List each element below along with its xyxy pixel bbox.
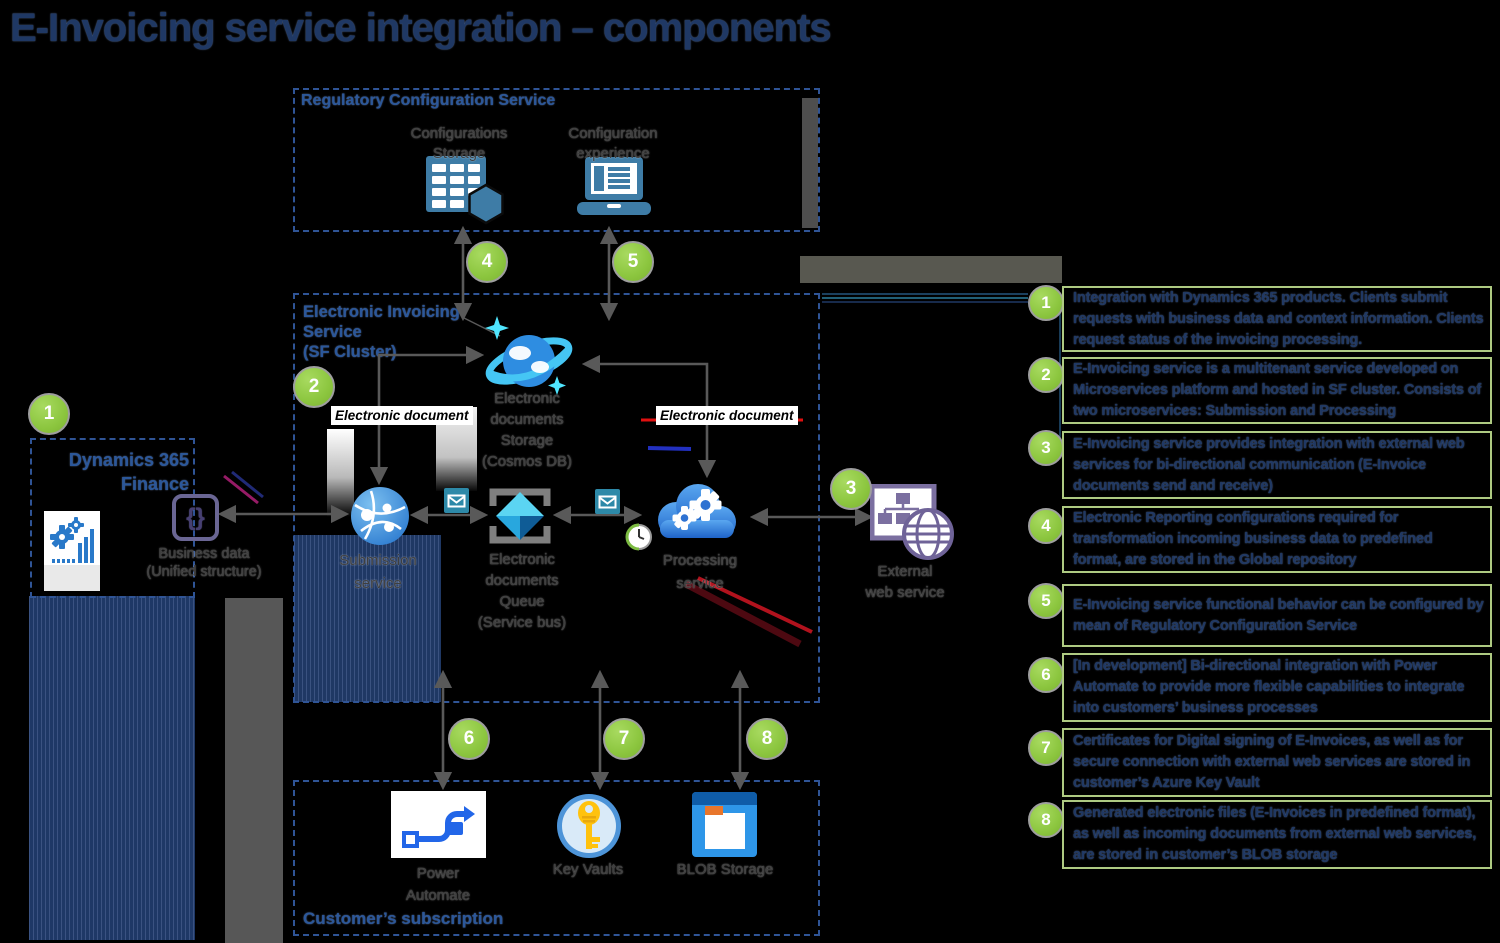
callout-box-4: Electronic Reporting configurations requ… (1062, 506, 1492, 573)
callout-circle-2: 2 (1028, 357, 1064, 393)
configuration-experience-icon (577, 157, 651, 215)
key-vaults-label: Key Vaults (552, 861, 624, 878)
einvoicing-title-line2: Service (303, 323, 362, 341)
dynamics-finance-icon (44, 511, 100, 591)
decor-navy-block-left (29, 596, 195, 940)
decor-navy-block-center (294, 535, 441, 702)
callout-circle-3: 3 (1028, 430, 1064, 466)
decor-gray-strip-top (802, 98, 818, 228)
page-title: E-Invoicing service integration – compon… (10, 6, 832, 50)
dynamics-365-finance-box: Dynamics 365 Finance (30, 438, 195, 598)
processing-service-icon (658, 484, 736, 538)
callout-circle-6: 6 (1028, 657, 1064, 693)
callout-box-6: [In development] Bi-directional integrat… (1062, 653, 1492, 722)
callout-text-8: Generated electronic files (E-Invoices i… (1073, 805, 1477, 863)
callout-box-7: Certificates for Digital signing of E-In… (1062, 728, 1492, 797)
callout-box-2: E-Invoicing service is a multitenant ser… (1062, 357, 1492, 424)
marker-5: 5 (612, 241, 654, 283)
cosmos-db-icon (485, 316, 573, 395)
callout-circle-4: 4 (1028, 508, 1064, 544)
callout-circle-8: 8 (1028, 802, 1064, 838)
timer-clock-icon (625, 523, 652, 551)
callout-text-2: E-Invoicing service is a multitenant ser… (1073, 361, 1482, 419)
callout-box-5: E-Invoicing service functional behavior … (1062, 584, 1492, 647)
business-data-label: Business data(Unified structure) (146, 546, 262, 580)
einvoicing-title-line3: (SF Cluster) (303, 343, 397, 361)
callout-text-3: E-Invoicing service provides integration… (1073, 435, 1465, 494)
customer-subscription-box: Customer’s subscription (293, 780, 820, 936)
marker-3: 3 (830, 468, 872, 510)
callout-text-6: [In development] Bi-directional integrat… (1073, 658, 1465, 716)
service-bus-queue-icon (489, 488, 551, 544)
key-vault-icon (557, 794, 621, 858)
callout-circle-7: 7 (1028, 730, 1064, 766)
leader-lines (822, 293, 1061, 458)
power-automate-icon (391, 791, 486, 858)
regulatory-configuration-service-box: Regulatory Configuration Service (293, 88, 820, 232)
marker-1: 1 (28, 393, 70, 435)
callout-box-3: E-Invoicing service provides integration… (1062, 431, 1492, 499)
dynamics-title-line1: Dynamics 365 (68, 450, 189, 470)
json-braces-glyph: {} (186, 503, 205, 531)
marker-6: 6 (448, 718, 490, 760)
message-envelope-icon-right (595, 489, 620, 514)
external-web-service-icon (870, 484, 954, 560)
callout-text-7: Certificates for Digital signing of E-In… (1073, 733, 1471, 791)
callout-text-4: Electronic Reporting configurations requ… (1073, 510, 1433, 568)
callout-circle-5: 5 (1028, 583, 1064, 619)
marker-4: 4 (466, 241, 508, 283)
callout-box-1: Integration with Dynamics 365 products. … (1062, 286, 1492, 352)
callout-text-1: Integration with Dynamics 365 products. … (1073, 289, 1484, 348)
callout-circle-1: 1 (1028, 285, 1064, 321)
decor-gray-band-left (225, 598, 283, 943)
blob-storage-icon (692, 792, 757, 857)
customer-box-title: Customer’s subscription (303, 909, 504, 928)
configurations-storage-icon (426, 156, 504, 225)
submission-service-icon (351, 487, 409, 545)
decor-gray-band-right (800, 256, 1062, 283)
message-envelope-icon-left (444, 488, 469, 513)
einvoicing-box-title: Electronic Invoicing Service (SF Cluster… (303, 302, 473, 362)
einvoicing-title-line1: Electronic Invoicing (303, 303, 460, 321)
electronic-document-label-right: Electronic document (656, 406, 798, 425)
callout-text-5: E-Invoicing service functional behavior … (1073, 596, 1484, 634)
blob-storage-label: BLOB Storage (676, 861, 774, 878)
decor-gradient-bar-1 (327, 429, 354, 517)
marker-8: 8 (746, 718, 788, 760)
marker-7: 7 (603, 718, 645, 760)
callout-box-8: Generated electronic files (E-Invoices i… (1062, 800, 1492, 869)
marker-2: 2 (293, 366, 335, 408)
dynamics-title-line2: Finance (120, 474, 189, 494)
dynamics-box-title: Dynamics 365 Finance (39, 448, 189, 496)
regulatory-box-title: Regulatory Configuration Service (301, 92, 556, 109)
business-data-json-icon: {} (172, 494, 219, 541)
electronic-document-label-left: Electronic document (331, 406, 473, 425)
